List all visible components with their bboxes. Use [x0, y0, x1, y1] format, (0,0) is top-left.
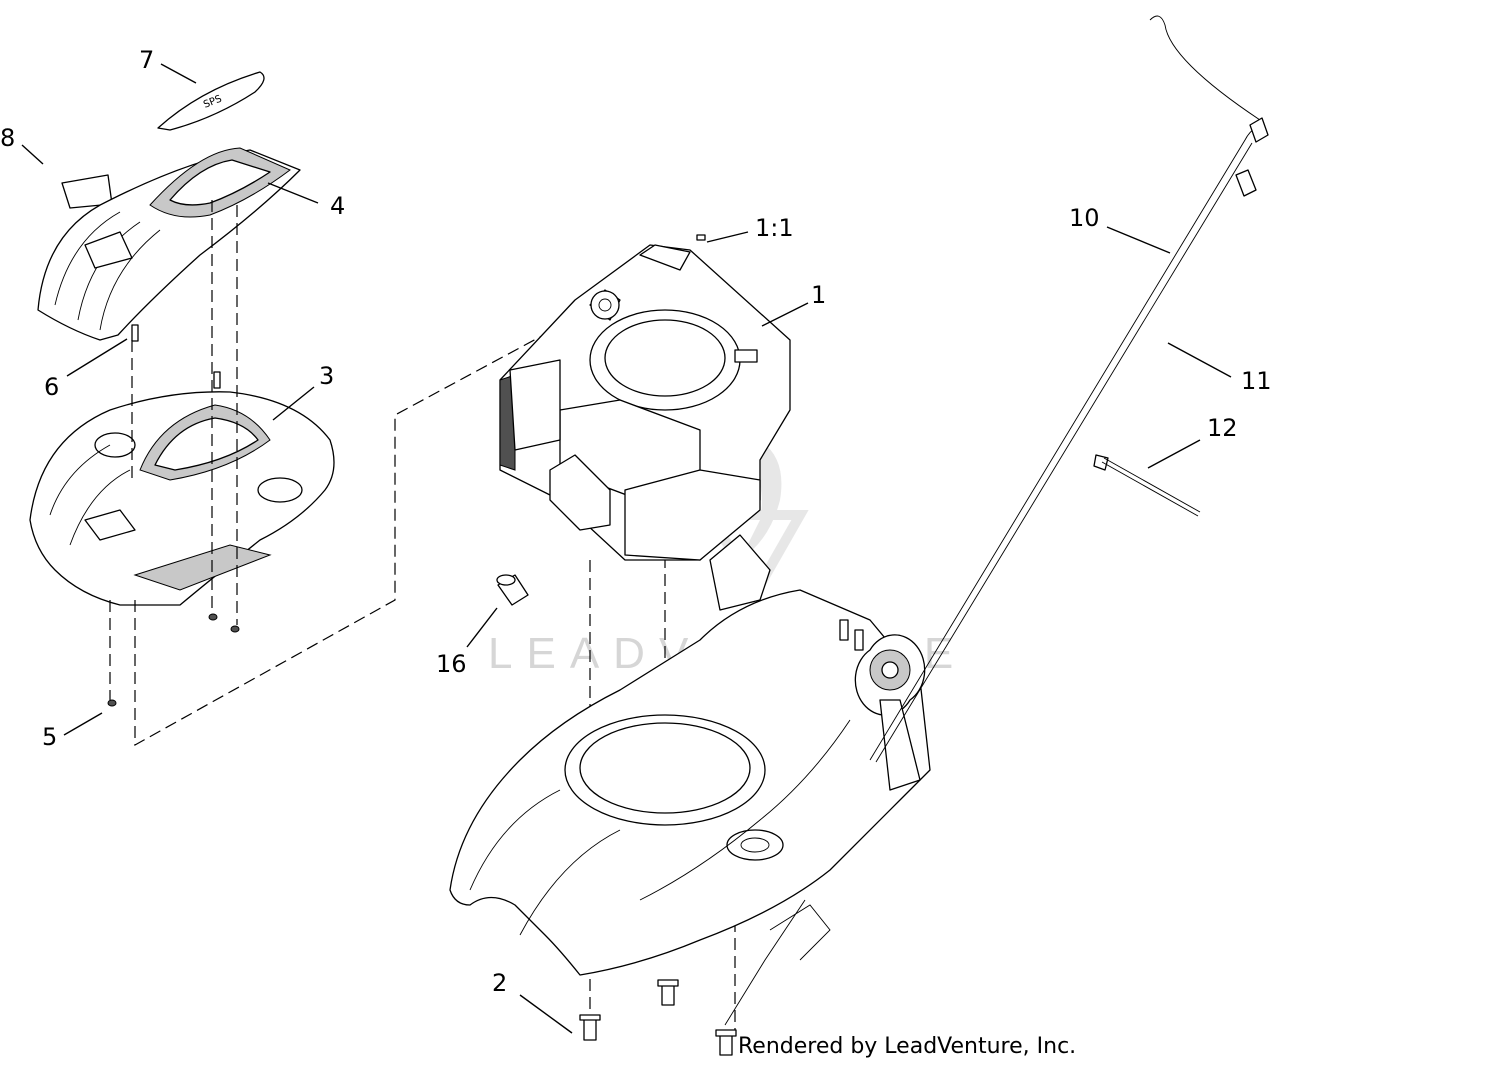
control-cable	[724, 15, 1269, 1026]
engine-cover-part-3	[29, 391, 335, 606]
render-credit: Rendered by LeadVenture, Inc.	[738, 1034, 1076, 1059]
part-label-6: 6	[44, 373, 59, 401]
part-label-1-1: 1:1	[755, 214, 794, 242]
part-label-5: 5	[42, 723, 57, 751]
part-label-3: 3	[319, 362, 334, 390]
bushing-part-16	[496, 574, 529, 606]
part-label-2: 2	[492, 969, 507, 997]
part-labels: 7 8 4 6 3 5 1:1 1 16 2 10 11 12	[0, 46, 1272, 997]
part-label-16: 16	[436, 650, 467, 678]
fasteners	[107, 324, 240, 707]
part-label-11: 11	[1241, 367, 1272, 395]
part-label-1: 1	[811, 281, 826, 309]
part-label-4: 4	[330, 192, 345, 220]
part-label-7: 7	[139, 46, 154, 74]
part-label-10: 10	[1069, 204, 1100, 232]
top-cover-part-4	[37, 147, 301, 341]
bolts-part-2	[579, 979, 737, 1056]
decal-part-7: SPS	[157, 71, 265, 131]
mower-deck	[449, 534, 931, 976]
engine-part-1	[499, 234, 791, 561]
leader-lines	[21, 63, 1232, 1034]
part-label-12: 12	[1207, 414, 1238, 442]
part-label-8: 8	[0, 124, 15, 152]
